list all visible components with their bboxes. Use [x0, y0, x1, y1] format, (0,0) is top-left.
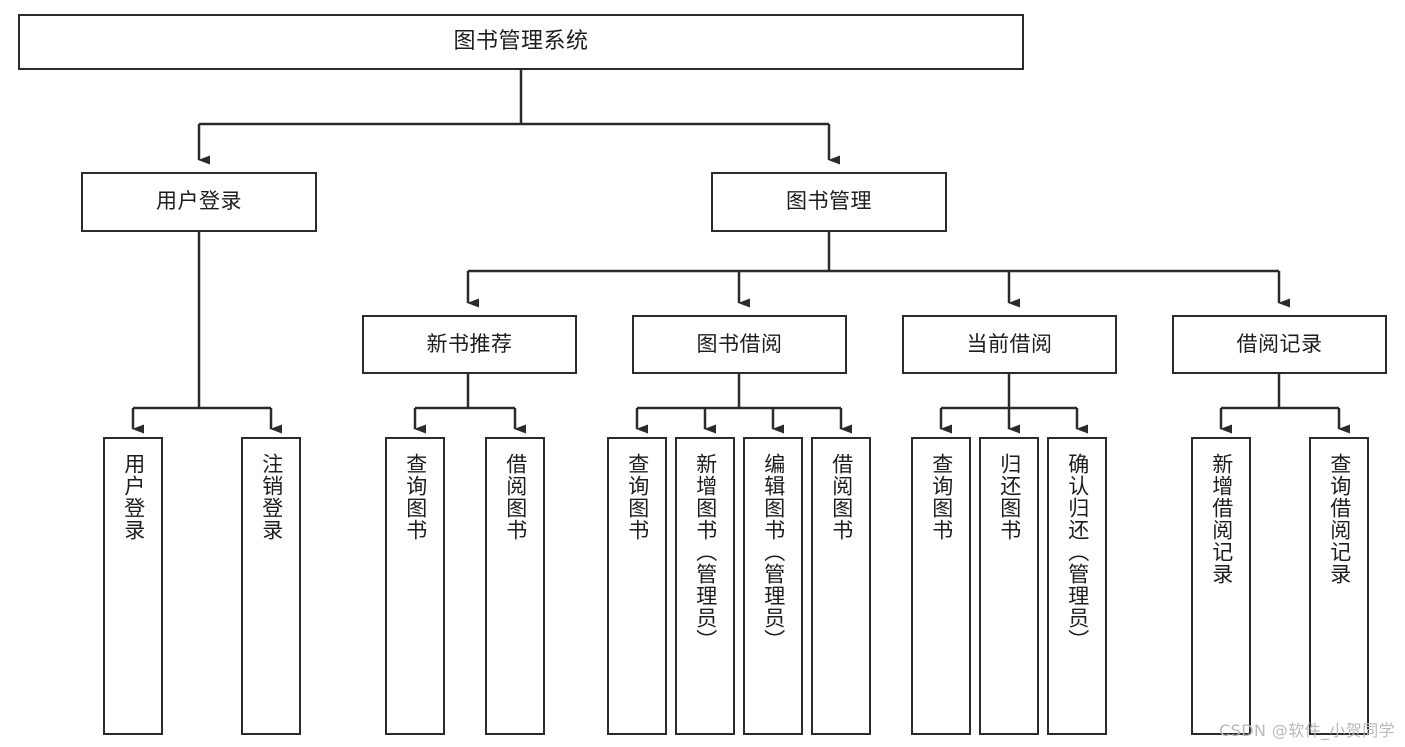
- node-label: 图书借阅: [696, 331, 783, 356]
- node-label: 新增图书（管理员）: [693, 453, 718, 651]
- leaf-newbook-borrow-book[interactable]: 借阅图书: [485, 437, 545, 735]
- leaf-newbook-query-book[interactable]: 查询图书: [385, 437, 445, 735]
- node-label: 借阅图书: [503, 453, 528, 541]
- leaf-record-query-record[interactable]: 查询借阅记录: [1309, 437, 1369, 735]
- node-label: 注销登录: [259, 453, 284, 541]
- node-label: 查询图书: [403, 453, 428, 541]
- node-label: 当前借阅: [966, 331, 1053, 356]
- node-label: 借阅图书: [829, 453, 854, 541]
- csdn-watermark: CSDN @软件_小贺同学: [1219, 721, 1395, 740]
- node-label: 查询图书: [929, 453, 954, 541]
- leaf-user-logout[interactable]: 注销登录: [241, 437, 301, 735]
- node-label: 用户登录: [121, 453, 146, 541]
- node-label: 图书管理: [786, 189, 872, 214]
- node-label: 用户登录: [156, 189, 242, 214]
- node-new-book-recommend[interactable]: 新书推荐: [362, 315, 577, 374]
- node-label: 编辑图书（管理员）: [761, 453, 786, 651]
- node-label: 查询图书: [625, 453, 650, 541]
- node-book-management[interactable]: 图书管理: [711, 172, 947, 232]
- leaf-borrow-borrow-book[interactable]: 借阅图书: [811, 437, 871, 735]
- node-book-borrow[interactable]: 图书借阅: [632, 315, 847, 374]
- leaf-current-query-book[interactable]: 查询图书: [911, 437, 971, 735]
- node-user-login[interactable]: 用户登录: [81, 172, 317, 232]
- node-borrow-record[interactable]: 借阅记录: [1172, 315, 1387, 374]
- leaf-user-login[interactable]: 用户登录: [103, 437, 163, 735]
- node-label: 确认归还（管理员）: [1065, 453, 1090, 651]
- leaf-borrow-edit-book-admin[interactable]: 编辑图书（管理员）: [743, 437, 803, 735]
- node-label: 归还图书: [997, 453, 1022, 541]
- leaf-record-add-record[interactable]: 新增借阅记录: [1191, 437, 1251, 735]
- node-current-borrow[interactable]: 当前借阅: [902, 315, 1117, 374]
- leaf-current-return-book[interactable]: 归还图书: [979, 437, 1039, 735]
- leaf-borrow-query-book[interactable]: 查询图书: [607, 437, 667, 735]
- node-label: 图书管理系统: [453, 28, 589, 54]
- node-label: 借阅记录: [1236, 331, 1323, 356]
- node-label: 查询借阅记录: [1327, 453, 1352, 585]
- node-label: 新增借阅记录: [1209, 453, 1234, 585]
- leaf-borrow-add-book-admin[interactable]: 新增图书（管理员）: [675, 437, 735, 735]
- leaf-current-confirm-return-admin[interactable]: 确认归还（管理员）: [1047, 437, 1107, 735]
- node-label: 新书推荐: [426, 331, 513, 356]
- node-root-system[interactable]: 图书管理系统: [18, 14, 1024, 70]
